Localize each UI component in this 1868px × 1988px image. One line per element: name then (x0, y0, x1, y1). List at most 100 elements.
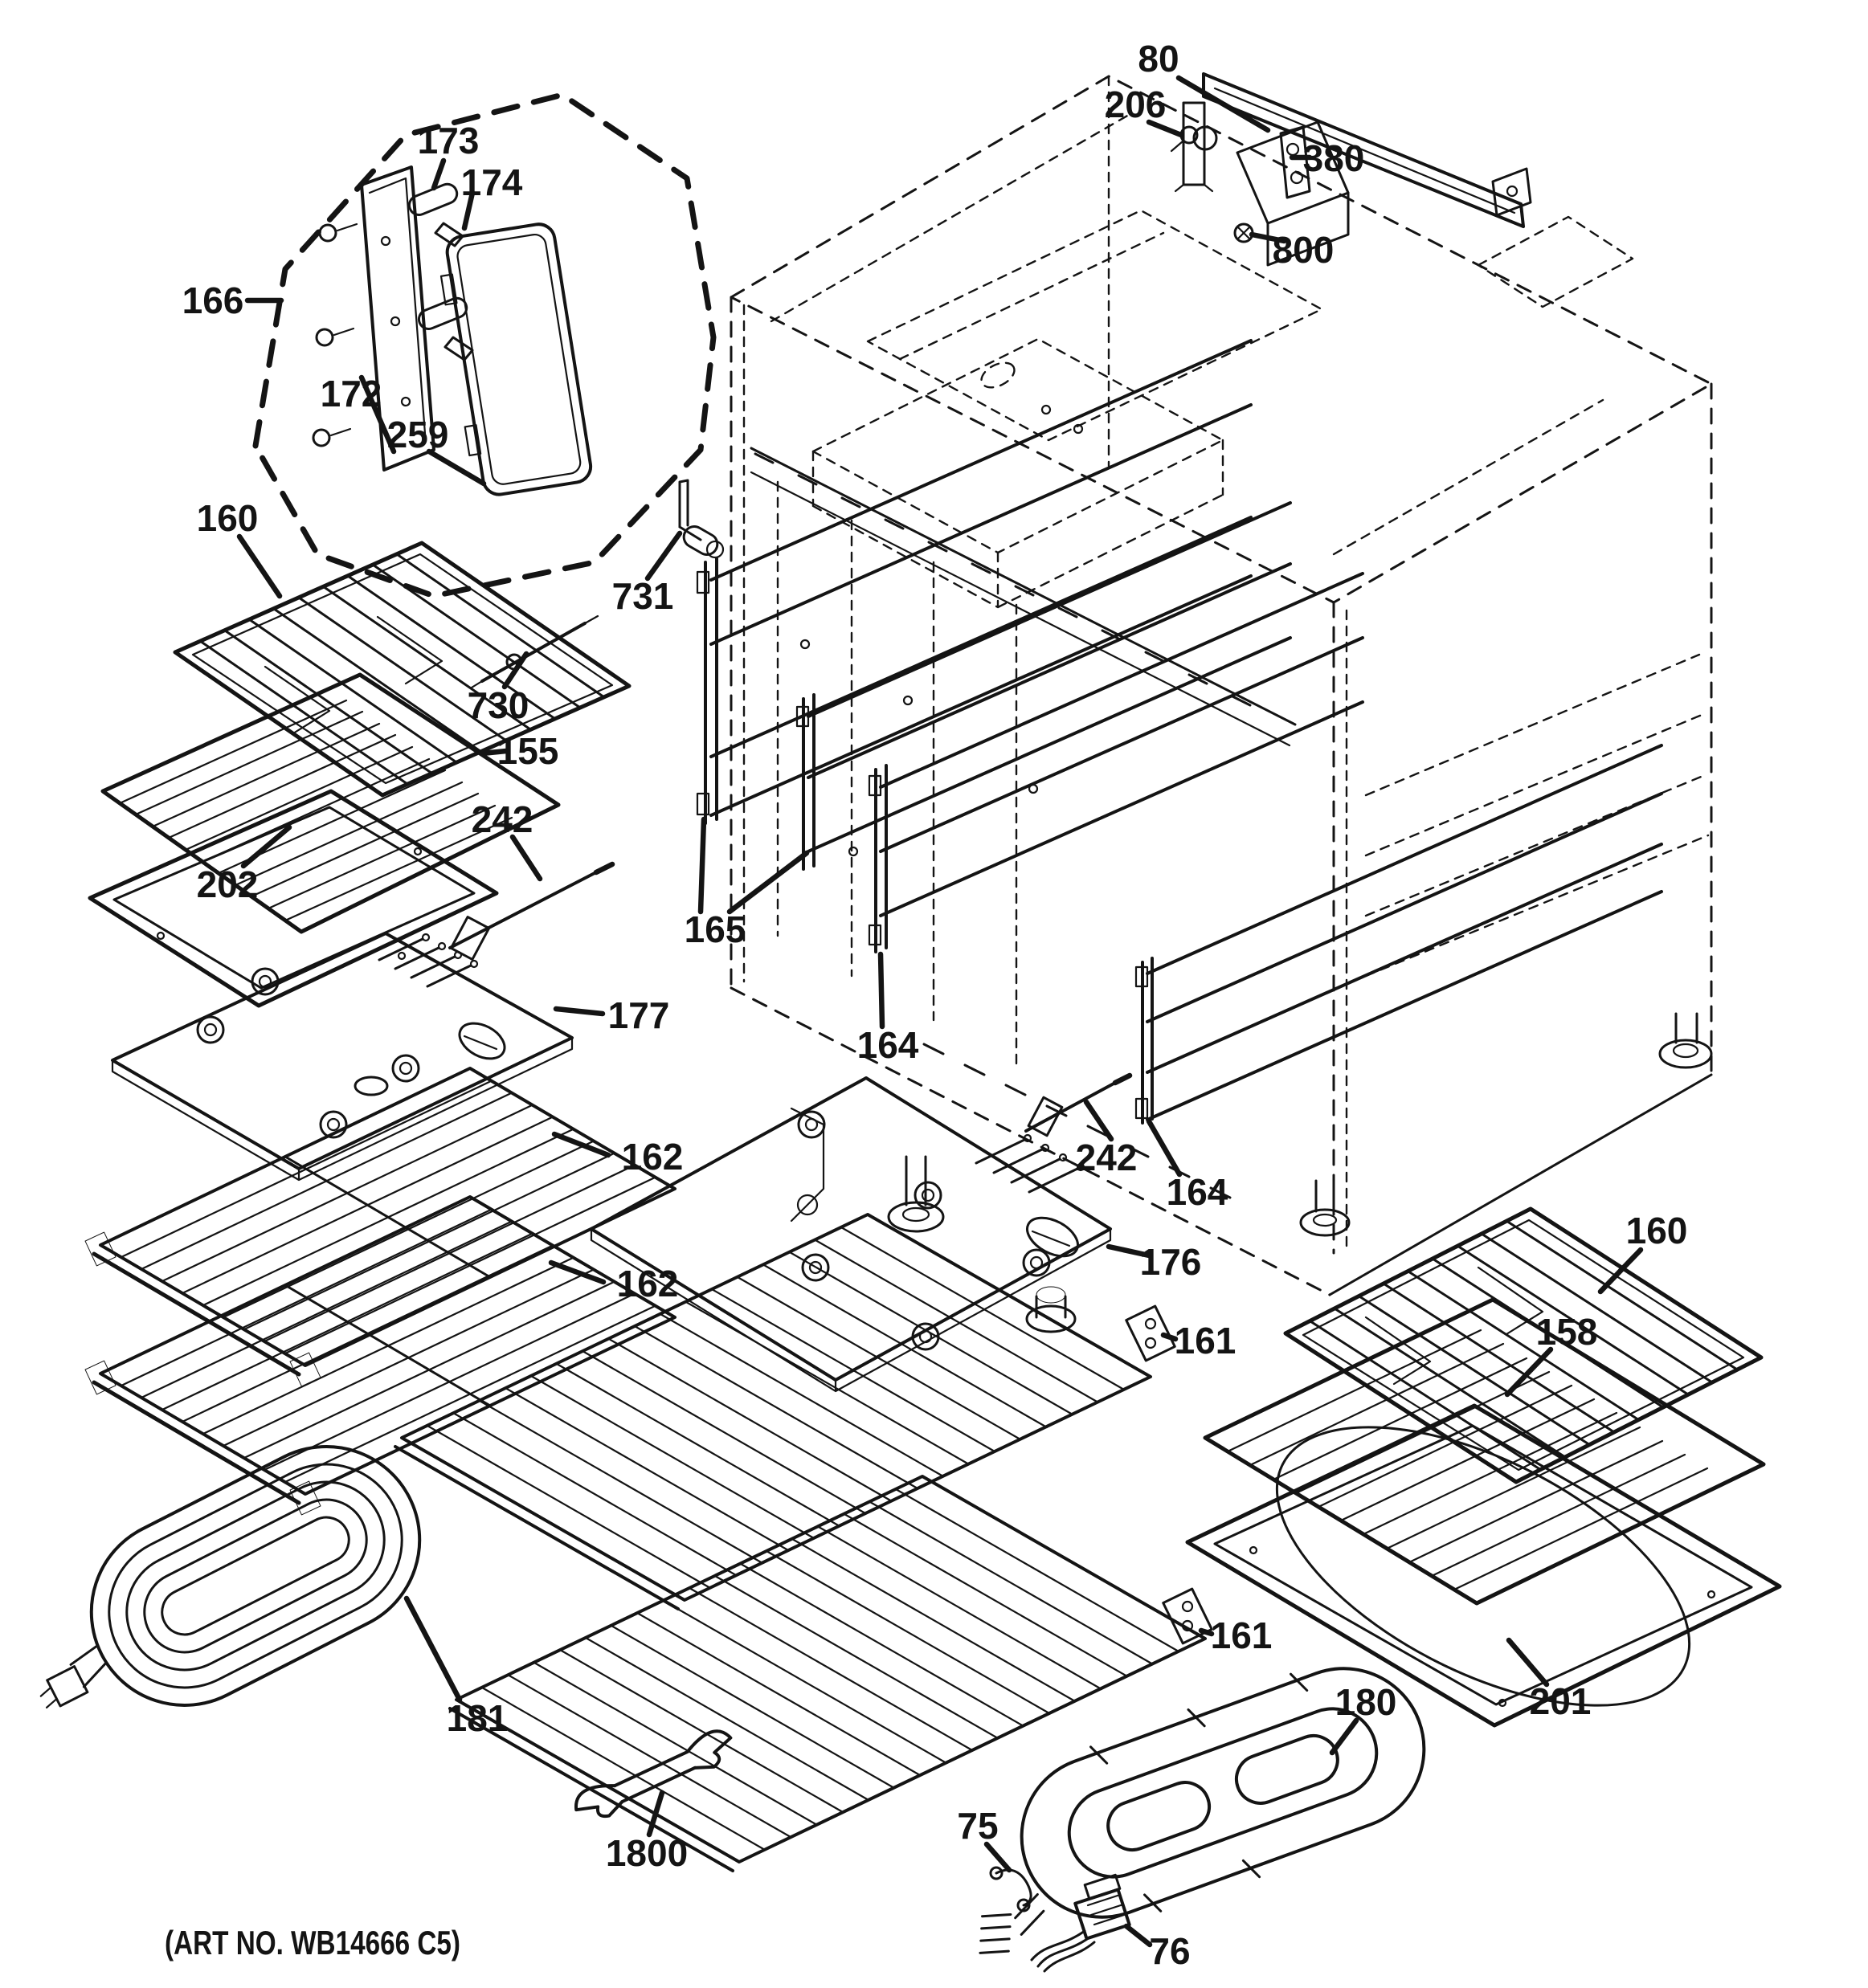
extension-rack-2-part (84, 1195, 676, 1516)
leader-line-oven-rack-2 (1198, 1627, 1215, 1637)
callout-oven-bottom-lower: 176 (1106, 1241, 1201, 1283)
callout-jumper-wire: 75 (957, 1805, 1012, 1873)
leader-line-meat-probe (501, 651, 529, 690)
leveling-foot-front-right (1299, 1179, 1351, 1237)
callout-oven-sensor-right: 242 (1076, 1099, 1138, 1178)
part-number-160-broiler-rack-right: 160 (1626, 1210, 1688, 1251)
part-number-172-lamp-bracket: 172 (321, 373, 382, 414)
leader-line-wrench (646, 1790, 665, 1838)
leader-line-oven-bottom-lower (1106, 1243, 1152, 1259)
part-number-158-broiler-insert-right: 158 (1536, 1311, 1598, 1353)
part-number-161-oven-rack-1: 161 (1175, 1320, 1236, 1361)
callout-broiler-pan-left: 202 (197, 824, 292, 905)
wrench-part (574, 1729, 733, 1819)
rack-guide-center (868, 572, 1364, 953)
callout-door-latch-assembly: 80 (1138, 38, 1271, 133)
part-number-201-broiler-pan-right: 201 (1530, 1680, 1592, 1722)
part-number-180-bake-element: 180 (1335, 1681, 1397, 1723)
part-number-80-door-latch-assembly: 80 (1138, 38, 1179, 80)
part-number-164-rack-guide-right: 164 (1167, 1171, 1228, 1213)
callout-lamp-cover-plate: 259 (387, 414, 487, 487)
rack-guide-left-2 (795, 501, 1292, 871)
callout-rack-guide-right: 164 (1146, 1118, 1228, 1213)
leader-line-broiler-rack-right (1597, 1247, 1644, 1295)
leader-line-extension-rack-2 (548, 1259, 607, 1285)
callout-latch-mounting-screw: 800 (1249, 229, 1334, 271)
leader-line-oven-sensor-left (509, 834, 543, 882)
callout-broiler-insert-left: 155 (479, 730, 559, 772)
rack-guide-left-1 (696, 339, 1253, 825)
callout-latch-strike-plate: 380 (1289, 137, 1364, 179)
leader-line-rack-guide-center (877, 951, 885, 1030)
leader-line-door-latch-assembly (1175, 75, 1271, 133)
vent-grommet (1025, 1286, 1077, 1333)
callout-oven-rack-1: 161 (1160, 1320, 1236, 1361)
callout-latch-screw: 206 (1105, 84, 1184, 138)
callout-meat-probe: 730 (468, 651, 529, 726)
callout-broiler-pan-right: 201 (1506, 1637, 1592, 1722)
leader-line-oven-rack-1 (1160, 1332, 1179, 1342)
lamp-assembly-bubble (252, 92, 717, 599)
part-number-166-lamp-assembly-group: 166 (182, 280, 244, 321)
leader-line-oven-sensor-right (1083, 1099, 1114, 1142)
leader-line-broiler-insert-right (1504, 1346, 1554, 1398)
leader-line-rack-guide-pair (726, 850, 810, 915)
range-cabinet (730, 75, 1713, 1296)
oven-sensor-right-part (1024, 1072, 1133, 1137)
part-number-76-plug-connector: 76 (1149, 1930, 1190, 1972)
extension-rack-1-part (84, 1067, 676, 1387)
oven-rack-2-part (448, 1475, 1213, 1872)
part-number-165-rack-guide-pair: 165 (685, 908, 746, 950)
callout-oven-sensor-left: 242 (472, 798, 543, 882)
part-number-174-lamp-terminal-clip: 174 (461, 161, 523, 203)
callout-extension-rack-1: 162 (551, 1131, 684, 1178)
part-number-1800-wrench: 1800 (606, 1832, 688, 1874)
leader-line-latch-screw (1146, 119, 1184, 138)
part-number-730-meat-probe: 730 (468, 684, 529, 726)
leader-line-oven-bottom-upper (553, 1006, 606, 1017)
callout-probe-receptacle: 731 (612, 530, 683, 617)
callout-broiler-rack-left: 160 (197, 497, 283, 599)
terminal-pins-176 (975, 1133, 1085, 1194)
part-number-202-broiler-pan-left: 202 (197, 863, 259, 905)
part-number-206-latch-screw: 206 (1105, 84, 1167, 125)
part-number-242-oven-sensor-right: 242 (1076, 1137, 1138, 1178)
part-number-731-probe-receptacle: 731 (612, 575, 674, 617)
leader-line-bake-element (1329, 1717, 1359, 1756)
broiler-pan-left-part (88, 789, 499, 1008)
part-number-242-oven-sensor-left: 242 (472, 798, 533, 840)
jumper-wire-part (989, 1866, 1032, 1912)
lamp-cover-plate-part (439, 222, 593, 496)
part-number-161-oven-rack-2: 161 (1211, 1614, 1273, 1656)
callout-lamp-assembly-group: 166 (182, 280, 284, 321)
leader-line-latch-mounting-screw (1249, 231, 1287, 244)
door-latch-assembly-parts (1170, 72, 1532, 267)
callout-broiler-insert-right: 158 (1504, 1311, 1598, 1398)
part-number-162-extension-rack-1: 162 (622, 1136, 684, 1178)
rack-guide-right (1134, 744, 1663, 1125)
callout-lamp-terminal-clip: 174 (461, 161, 523, 231)
callout-rack-guide-pair: 165 (685, 816, 810, 950)
part-number-155-broiler-insert-left: 155 (497, 730, 559, 772)
broiler-rack-right-part (1283, 1206, 1764, 1484)
callout-bake-element: 180 (1329, 1681, 1397, 1756)
leader-line-rack-guide-pair (697, 816, 707, 915)
callout-oven-bottom-upper: 177 (553, 994, 670, 1036)
callout-broiler-rack-right: 160 (1597, 1210, 1688, 1295)
leader-line-oven-lamp-bulb (431, 157, 447, 191)
part-number-75-jumper-wire: 75 (957, 1805, 998, 1847)
part-number-162-extension-rack-2: 162 (617, 1263, 679, 1304)
part-number-177-oven-bottom-upper: 177 (608, 994, 670, 1036)
part-number-164-rack-guide-center: 164 (857, 1024, 919, 1066)
callout-plug-connector: 76 (1123, 1923, 1191, 1972)
part-number-173-oven-lamp-bulb: 173 (418, 120, 480, 161)
oven-bottom-upper-panel (111, 932, 574, 1182)
leveling-foot-rear-right (1658, 1012, 1713, 1069)
rack-bracket-2 (1162, 1587, 1213, 1645)
leader-line-warming-element (403, 1595, 463, 1703)
oven-bottom-lower-panel (590, 1072, 1133, 1393)
leader-line-broiler-insert-left (479, 748, 509, 757)
broiler-pan-right-part (1185, 1403, 1782, 1728)
leader-line-broiler-rack-left (236, 533, 283, 599)
